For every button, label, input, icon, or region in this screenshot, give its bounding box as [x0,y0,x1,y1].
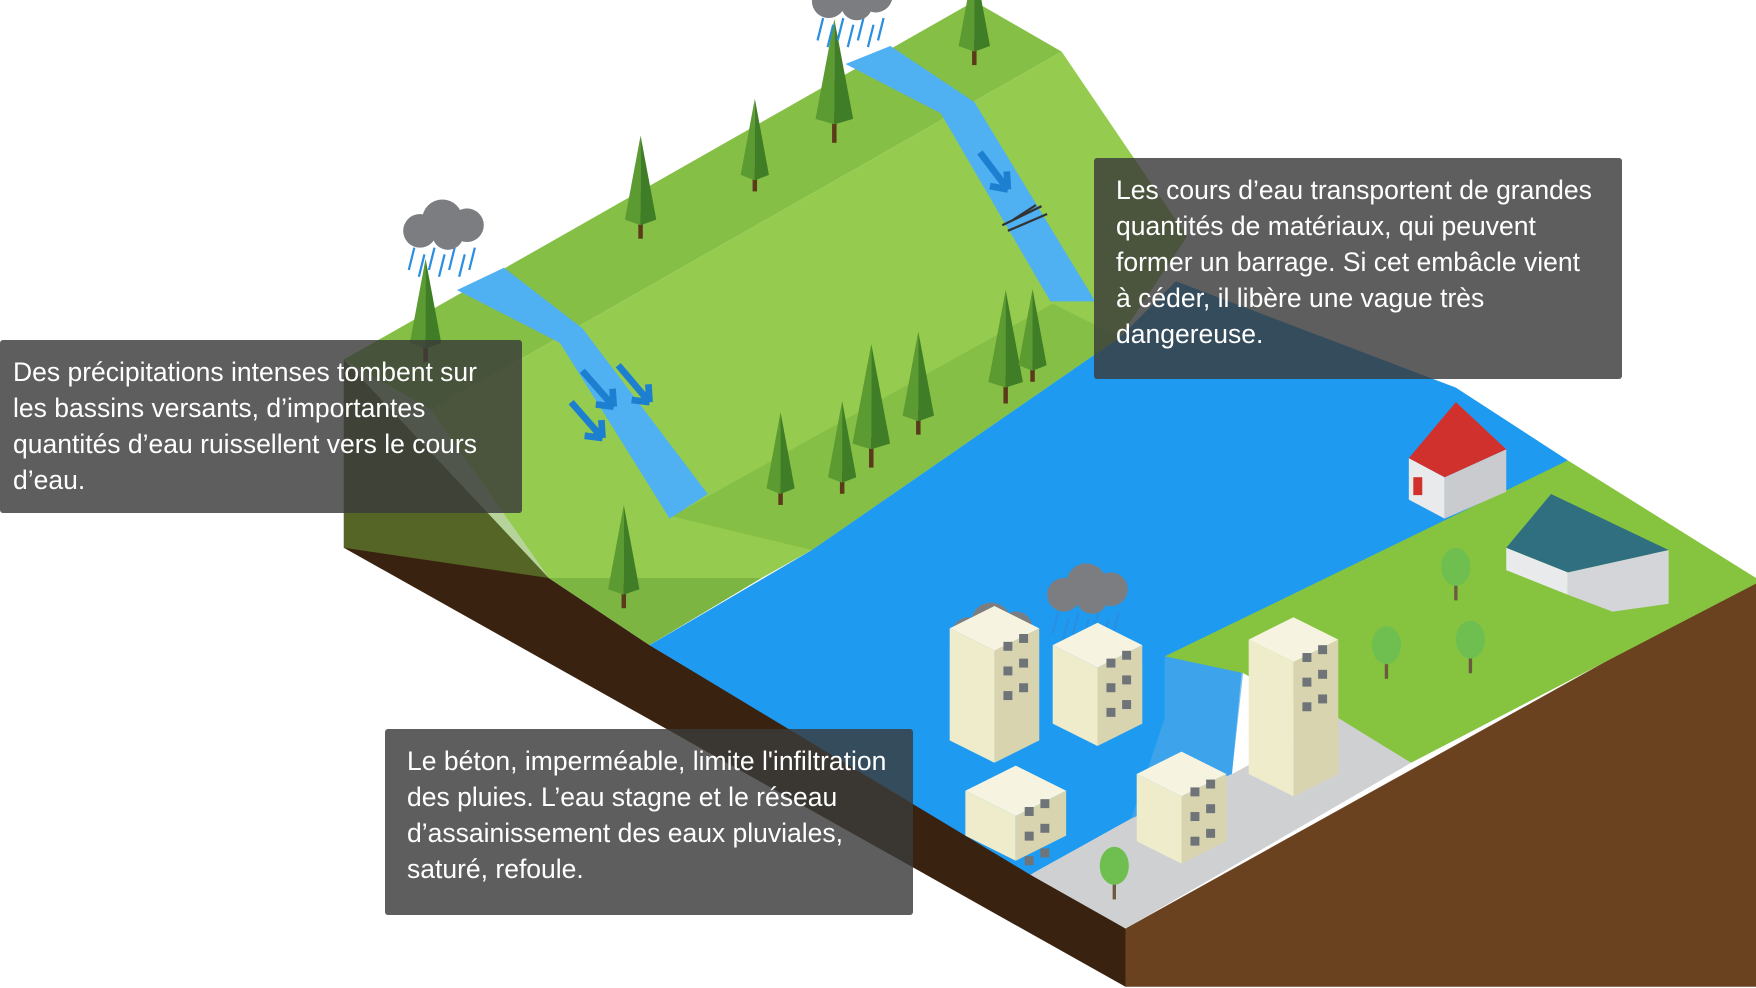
pine-tree-icon [1018,289,1047,382]
callout-rainfall-text: Des précipitations intenses tombent sur … [13,357,477,495]
callout-rainfall: Des précipitations intenses tombent sur … [0,340,522,513]
rain-clouds [403,0,1128,681]
tributary-upper [845,46,1096,302]
round-tree-icon [1099,846,1129,900]
pine-tree-icon [740,98,769,192]
lowland-strip [548,577,762,646]
rain-cloud-icon [811,0,892,48]
pine-tree-icon [815,19,854,143]
debris-icon [1001,204,1048,232]
pine-tree-icon [608,505,640,609]
tall-building [1248,617,1339,797]
tributary-left [456,267,708,519]
rain-cloud-icon [403,199,484,278]
building-1 [949,605,1040,763]
round-tree-icon [1441,547,1471,601]
pine-tree-icon [958,0,990,66]
callout-urban-runoff-text: Le béton, imperméable, limite l'infiltra… [407,746,887,884]
pine-tree-icon [766,412,795,505]
soil-right-face [1125,577,1756,987]
building-2 [1052,622,1143,746]
round-tree-icon [1371,626,1401,679]
house-teal-roof [1506,494,1669,612]
buildings [949,605,1339,866]
pine-tree-icon [852,343,891,468]
callout-debris-dam-text: Les cours d’eau transportent de grandes … [1116,175,1592,349]
callout-debris-dam: Les cours d’eau transportent de grandes … [1094,158,1622,379]
rain-cloud-icon [1047,563,1128,641]
building-4 [1136,751,1227,864]
soil-left-face [343,359,1126,987]
callout-urban-runoff: Le béton, imperméable, limite l'infiltra… [385,729,913,915]
trees [409,0,1485,900]
pine-tree-icon [902,331,934,435]
flow-arrows [568,150,1012,442]
pine-tree-icon [624,135,657,239]
pine-tree-icon [988,290,1023,404]
pine-tree-icon [828,401,857,494]
house-red-roof [1408,402,1507,519]
round-tree-icon [1455,620,1485,674]
